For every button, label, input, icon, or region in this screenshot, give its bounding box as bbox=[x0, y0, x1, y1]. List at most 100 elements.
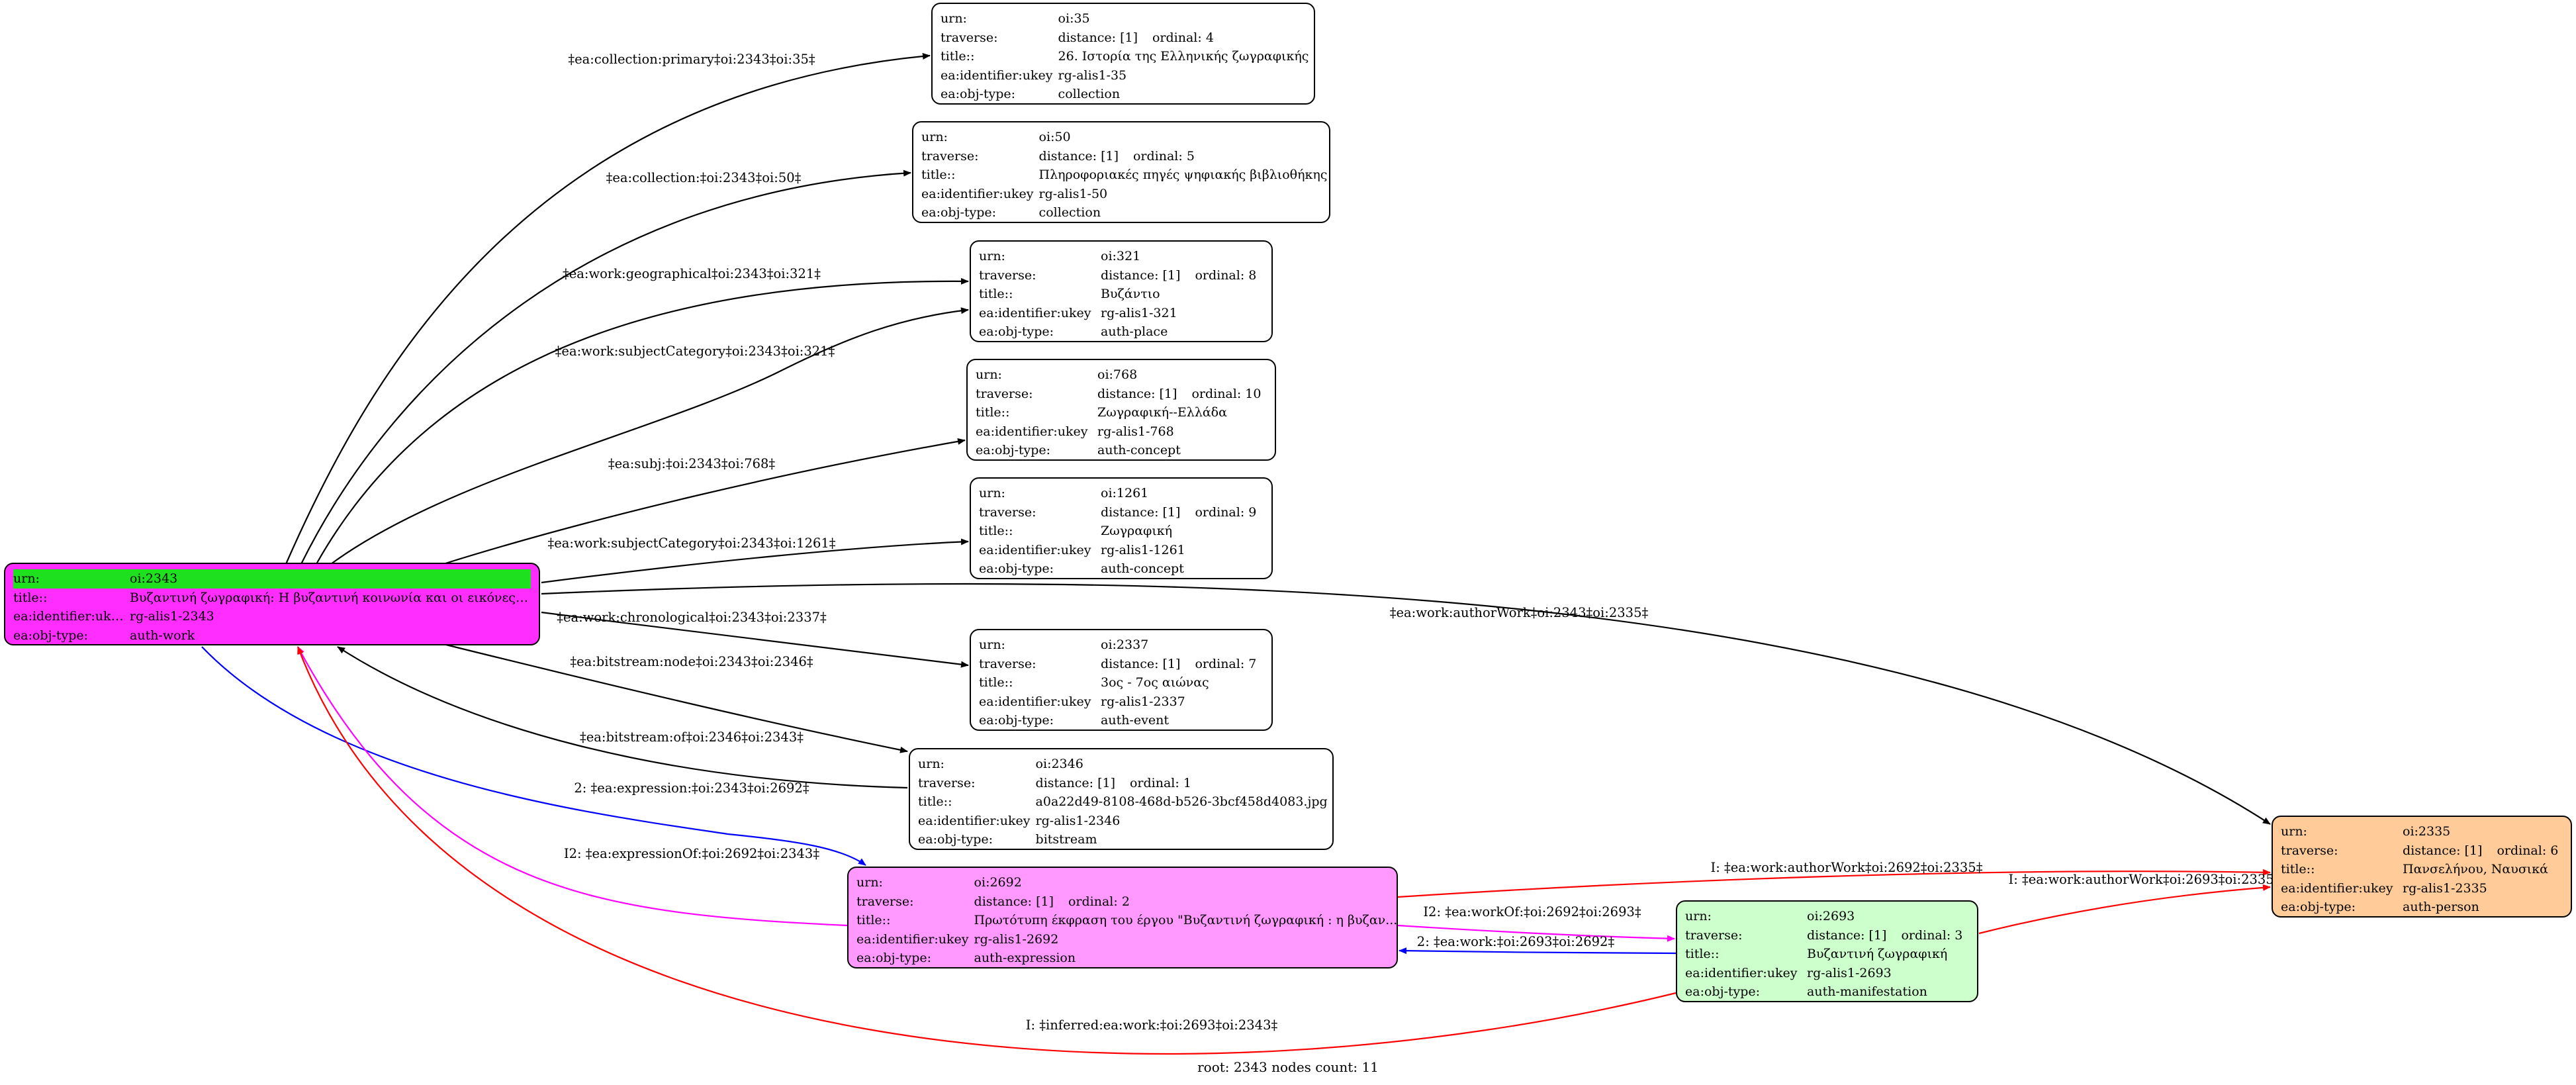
edge-label: ‡ea:work:chronological‡oi:2343‡oi:2337‡ bbox=[557, 610, 827, 625]
node-urn-value: oi:50 bbox=[1038, 130, 1071, 144]
edge-line bbox=[297, 646, 1677, 1055]
edge-line bbox=[443, 643, 908, 753]
node-urn-value: oi:1261 bbox=[1101, 486, 1149, 500]
node-title-value: Ζωγραφική bbox=[1101, 524, 1173, 538]
root-urn-key: urn: bbox=[13, 571, 40, 586]
node-ordinal-value: ordinal: 9 bbox=[1195, 504, 1257, 520]
node-traverse-key: traverse: bbox=[921, 148, 979, 164]
edge-line bbox=[300, 169, 911, 565]
node-distance-value: distance: [1] bbox=[1035, 775, 1115, 790]
node-title-row: title::Βυζάντιο bbox=[979, 285, 1256, 304]
edge-line bbox=[541, 538, 969, 584]
node-ukey-value: rg-alis1-50 bbox=[1038, 186, 1108, 201]
node-oi-2343[interactable]: urn: oi:2343 title:: Βυζαντινή ζωγραφική… bbox=[4, 563, 540, 645]
edge-label: ‡ea:work:authorWork‡oi:2343‡oi:2335‡ bbox=[1390, 605, 1649, 620]
node-type-row: ea:obj-type:auth-expression bbox=[856, 949, 1397, 967]
node-ordinal-value: ordinal: 4 bbox=[1152, 30, 1214, 45]
node-urn-row: urn:oi:2346 bbox=[918, 755, 1328, 774]
root-ukey-value: rg-alis1-2343 bbox=[130, 609, 214, 624]
node-type-key: ea:obj-type: bbox=[921, 205, 997, 220]
node-title-value: a0a22d49-8108-468d-b526-3bcf458d4083.jpg bbox=[1035, 794, 1328, 809]
node-distance-value: distance: [1] bbox=[2403, 843, 2483, 858]
node-ordinal-value: ordinal: 3 bbox=[1901, 927, 1963, 943]
node-title-key: title:: bbox=[979, 675, 1013, 690]
edge-label: ‡ea:work:geographical‡oi:2343‡oi:321‡ bbox=[563, 266, 821, 281]
node-type-row: ea:obj-type:collection bbox=[941, 85, 1309, 103]
node-title-key: title:: bbox=[941, 49, 975, 64]
node-title-row: title::a0a22d49-8108-468d-b526-3bcf458d4… bbox=[918, 792, 1328, 812]
node-title-row: title::Ζωγραφική bbox=[979, 522, 1256, 541]
node-type-key: ea:obj-type: bbox=[979, 561, 1054, 576]
node-title-value: Πανσελήνου, Ναυσικά bbox=[2403, 862, 2548, 876]
node-ukey-key: ea:identifier:ukey bbox=[979, 542, 1091, 557]
node-traverse-key: traverse: bbox=[918, 775, 976, 790]
edge-label: 2: ‡ea:work:‡oi:2693‡oi:2692‡ bbox=[1417, 934, 1615, 949]
root-title-row: title:: Βυζαντινή ζωγραφική: Η βυζαντινή… bbox=[13, 589, 531, 608]
node-ordinal-value: ordinal: 5 bbox=[1132, 148, 1195, 164]
node-ordinal-value: ordinal: 7 bbox=[1195, 656, 1257, 671]
node-ordinal-value: ordinal: 2 bbox=[1068, 894, 1130, 909]
node-traverse-row: traverse:distance: [1]ordinal: 8 bbox=[979, 266, 1256, 285]
node-distance-value: distance: [1] bbox=[1807, 927, 1887, 943]
edge-label: ‡ea:bitstream:node‡oi:2343‡oi:2346‡ bbox=[570, 654, 813, 669]
node-type-key: ea:obj-type: bbox=[976, 443, 1051, 457]
node-type-value: collection bbox=[1038, 205, 1101, 220]
node-urn-key: urn: bbox=[2281, 824, 2307, 839]
node-urn-key: urn: bbox=[856, 875, 883, 890]
edge-line bbox=[316, 277, 969, 565]
node-ukey-value: rg-alis1-2335 bbox=[2403, 880, 2487, 896]
node-ordinal-value: ordinal: 10 bbox=[1191, 386, 1262, 401]
node-title-value: Ζωγραφική--Ελλάδα bbox=[1097, 405, 1227, 420]
node-urn-row: urn:oi:2692 bbox=[856, 873, 1397, 892]
root-ukey-key: ea:identifier:ukey bbox=[13, 609, 126, 624]
node-urn-value: oi:2346 bbox=[1035, 757, 1083, 771]
edge-line bbox=[1397, 924, 1675, 942]
edge-label: I: ‡inferred:ea:work:‡oi:2693‡oi:2343‡ bbox=[1026, 1017, 1278, 1033]
node-type-key: ea:obj-type: bbox=[979, 713, 1054, 728]
node-type-value: auth-concept bbox=[1097, 443, 1181, 457]
root-type-value: auth-work bbox=[130, 628, 195, 643]
node-title-row: title::Πανσελήνου, Ναυσικά bbox=[2281, 860, 2558, 879]
node-type-key: ea:obj-type: bbox=[856, 951, 932, 965]
node-distance-value: distance: [1] bbox=[1058, 30, 1138, 45]
node-type-row: ea:obj-type: auth-concept bbox=[976, 441, 1261, 459]
node-ukey-key: ea:identifier:ukey bbox=[856, 931, 969, 947]
node-traverse-row: traverse:distance: [1]ordinal: 9 bbox=[979, 503, 1256, 522]
node-urn-value: oi:2337 bbox=[1101, 637, 1149, 652]
node-urn-key: urn: bbox=[979, 637, 1005, 652]
root-ukey-row: ea:identifier:ukey rg-alis1-2343 bbox=[13, 607, 531, 626]
node-urn-value: oi:35 bbox=[1058, 11, 1090, 26]
node-traverse-key: traverse: bbox=[2281, 843, 2338, 858]
edge-line bbox=[443, 438, 966, 565]
node-urn-value: oi:2335 bbox=[2403, 824, 2451, 839]
root-urn-row: urn: oi:2343 bbox=[13, 569, 531, 589]
node-ukey-value: rg-alis1-768 bbox=[1097, 424, 1174, 439]
node-type-row: ea:obj-type:auth-event bbox=[979, 711, 1256, 730]
node-type-key: ea:obj-type: bbox=[918, 832, 993, 847]
edge-label: ‡ea:bitstream:of‡oi:2346‡oi:2343‡ bbox=[580, 730, 804, 745]
node-urn-key: urn: bbox=[1685, 909, 1712, 923]
node-type-key: ea:obj-type: bbox=[979, 324, 1054, 339]
node-type-key: ea:obj-type: bbox=[1685, 984, 1761, 999]
node-traverse-key: traverse: bbox=[941, 30, 998, 45]
node-ukey-value: rg-alis1-2346 bbox=[1035, 813, 1121, 828]
root-title-value: Βυζαντινή ζωγραφική: Η βυζαντινή κοινωνί… bbox=[130, 590, 531, 605]
edge-line bbox=[330, 307, 969, 565]
